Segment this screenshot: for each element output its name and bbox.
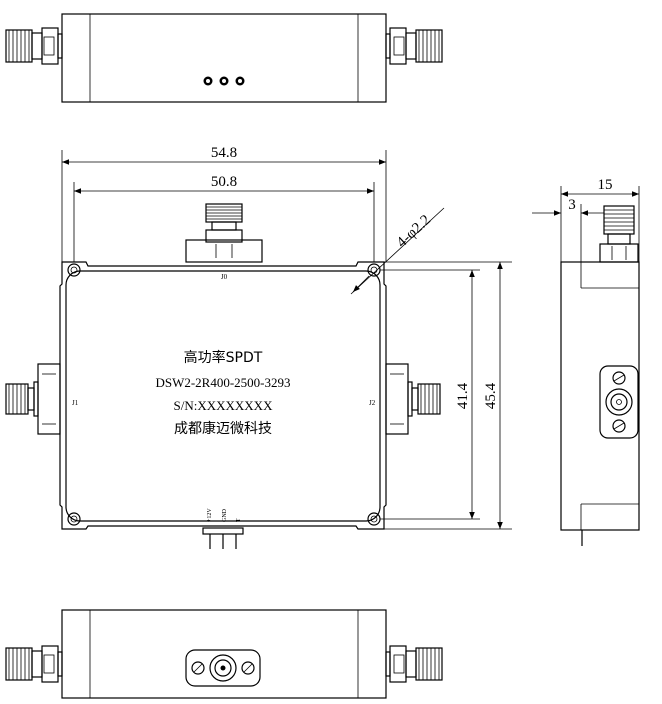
hole-callout-text: 4-φ2.2	[394, 212, 434, 251]
side-port-flange	[599, 365, 639, 439]
side-sma-connector	[599, 205, 639, 263]
pin-label-t: T	[236, 518, 242, 522]
dim-41-4-text: 41.4	[455, 382, 471, 409]
top-right-sma-connector	[385, 27, 443, 65]
pin-label-gnd: GND	[222, 508, 228, 522]
j0-label: J0	[221, 273, 228, 281]
dim-side-depth: 15	[560, 177, 640, 262]
bottom-view	[5, 609, 443, 699]
label-line-1: 高功率SPDT	[184, 349, 263, 366]
dim-side-offset: 3	[532, 197, 604, 262]
dim-overall-width: 54.8	[61, 145, 387, 262]
bottom-left-sma-connector	[5, 645, 63, 683]
dim-15-text: 15	[598, 177, 613, 193]
dim-45-4-text: 45.4	[483, 382, 499, 409]
label-line-3: S/N:XXXXXXXX	[174, 398, 274, 413]
front-view: J0 J1 J2 +12V GND T 高功率SPDT DSW2-2R400-2…	[5, 145, 512, 549]
mounting-hole-tl	[67, 263, 81, 277]
j0-sma-connector	[185, 203, 263, 263]
hole-callout: 4-φ2.2	[350, 207, 445, 295]
bottom-j0-port-flange	[185, 649, 261, 687]
top-left-sma-connector	[5, 27, 63, 65]
dim-hole-spacing-width: 50.8	[73, 174, 375, 262]
flange-outline	[59, 261, 387, 530]
dim-hole-spacing-height: 41.4	[380, 269, 480, 520]
feedthrough-pins	[202, 527, 244, 549]
product-label: 高功率SPDT DSW2-2R400-2500-3293 S/N:XXXXXXX…	[155, 349, 290, 437]
dim-54-8-text: 54.8	[211, 145, 237, 161]
label-line-2: DSW2-2R400-2500-3293	[155, 375, 290, 390]
j2-sma-connector	[385, 363, 441, 435]
mounting-hole-bl	[67, 512, 81, 526]
j1-label: J1	[72, 399, 79, 407]
side-view: 15 3	[532, 177, 640, 546]
dim-3-text: 3	[568, 197, 576, 213]
label-line-4: 成都康迈微科技	[174, 420, 272, 437]
j2-label: J2	[369, 399, 376, 407]
dim-overall-height: 45.4	[384, 261, 512, 530]
body-inner	[65, 270, 381, 522]
dim-50-8-text: 50.8	[211, 174, 237, 190]
bottom-right-sma-connector	[385, 645, 443, 683]
pin-label-12v: +12V	[207, 508, 213, 522]
top-view	[5, 13, 443, 103]
top-pin-terminals	[203, 76, 245, 86]
j1-sma-connector	[5, 363, 61, 435]
